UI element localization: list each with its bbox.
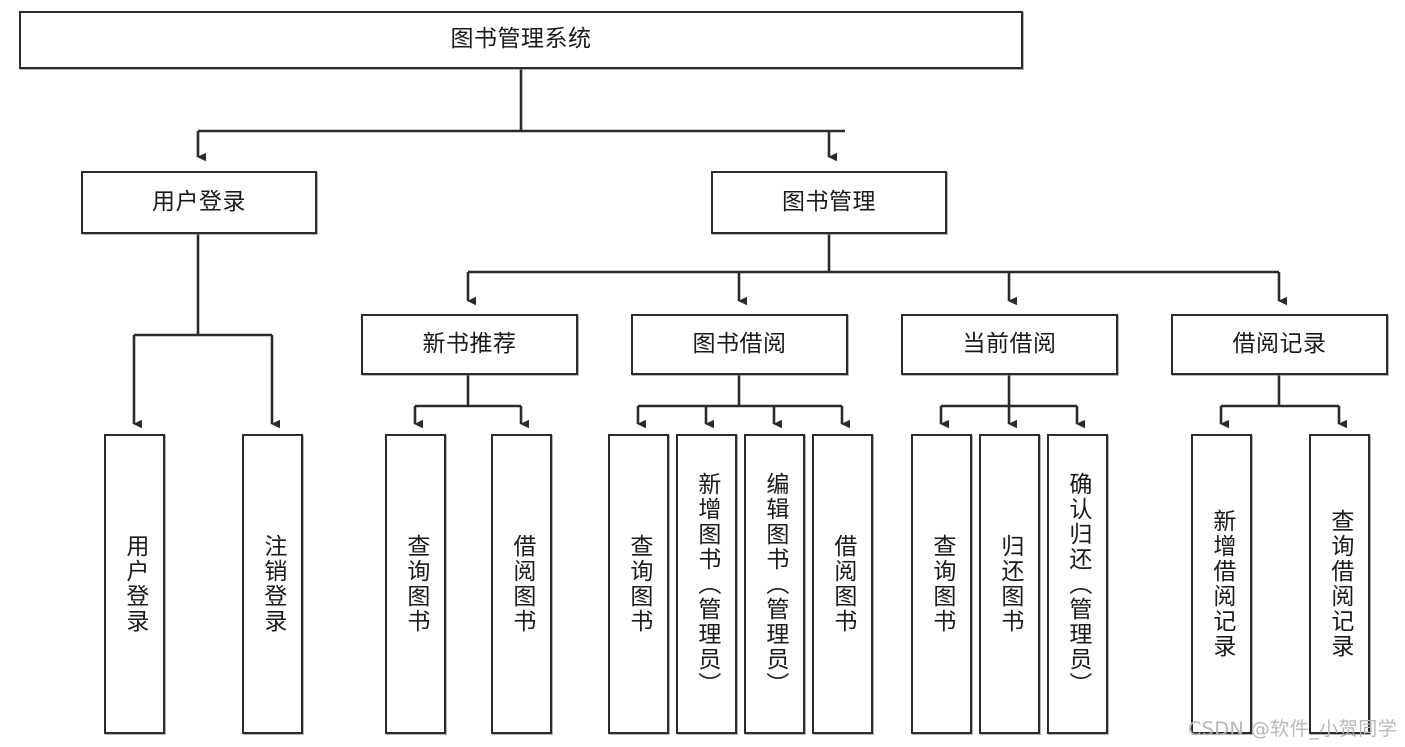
leaf-current-confirm-return[interactable]: 确认归还（管理员）: [1047, 434, 1108, 734]
leaf-current-query-book-label: 查询图书: [928, 534, 955, 634]
leaf-user-login-signin[interactable]: 用户登录: [104, 434, 165, 734]
leaf-current-return-book[interactable]: 归还图书: [979, 434, 1040, 734]
leaf-borrow-query-book-label: 查询图书: [625, 534, 652, 634]
leaf-current-confirm-return-label: 确认归还（管理员）: [1064, 471, 1091, 697]
leaf-user-login-signout[interactable]: 注销登录: [242, 434, 303, 734]
node-new-book-recommend[interactable]: 新书推荐: [361, 314, 578, 375]
leaf-record-add[interactable]: 新增借阅记录: [1191, 434, 1252, 734]
leaf-borrow-add-book[interactable]: 新增图书（管理员）: [676, 434, 737, 734]
leaf-record-add-label: 新增借阅记录: [1208, 509, 1235, 659]
leaf-borrow-borrow-book-label: 借阅图书: [829, 534, 856, 634]
node-current-borrow-label: 当前借阅: [962, 330, 1057, 357]
leaf-new-book-query-label: 查询图书: [402, 534, 429, 634]
leaf-borrow-edit-book-label: 编辑图书（管理员）: [761, 471, 788, 697]
node-book-borrow-label: 图书借阅: [692, 330, 787, 357]
leaf-borrow-query-book[interactable]: 查询图书: [608, 434, 669, 734]
csdn-watermark: CSDN @软件_小贺同学: [1188, 718, 1398, 740]
node-book-management-label: 图书管理: [782, 188, 876, 215]
node-current-borrow[interactable]: 当前借阅: [901, 314, 1118, 375]
leaf-borrow-edit-book[interactable]: 编辑图书（管理员）: [744, 434, 805, 734]
leaf-user-login-signin-label: 用户登录: [121, 534, 148, 634]
node-root-label: 图书管理系统: [450, 26, 592, 53]
leaf-record-query-label: 查询借阅记录: [1326, 509, 1353, 659]
node-user-login-label: 用户登录: [152, 188, 246, 215]
node-user-login[interactable]: 用户登录: [81, 171, 317, 234]
leaf-borrow-borrow-book[interactable]: 借阅图书: [812, 434, 873, 734]
node-borrow-record[interactable]: 借阅记录: [1171, 314, 1388, 375]
leaf-current-query-book[interactable]: 查询图书: [911, 434, 972, 734]
leaf-current-return-book-label: 归还图书: [996, 534, 1023, 634]
leaf-new-book-query[interactable]: 查询图书: [385, 434, 446, 734]
leaf-borrow-add-book-label: 新增图书（管理员）: [693, 471, 720, 697]
node-book-borrow[interactable]: 图书借阅: [631, 314, 848, 375]
leaf-new-book-borrow[interactable]: 借阅图书: [491, 434, 552, 734]
node-borrow-record-label: 借阅记录: [1232, 330, 1327, 357]
leaf-new-book-borrow-label: 借阅图书: [508, 534, 535, 634]
node-book-management[interactable]: 图书管理: [711, 171, 947, 234]
leaf-user-login-signout-label: 注销登录: [259, 534, 286, 634]
node-new-book-recommend-label: 新书推荐: [422, 330, 517, 357]
leaf-record-query[interactable]: 查询借阅记录: [1309, 434, 1370, 734]
node-root[interactable]: 图书管理系统: [19, 11, 1023, 69]
